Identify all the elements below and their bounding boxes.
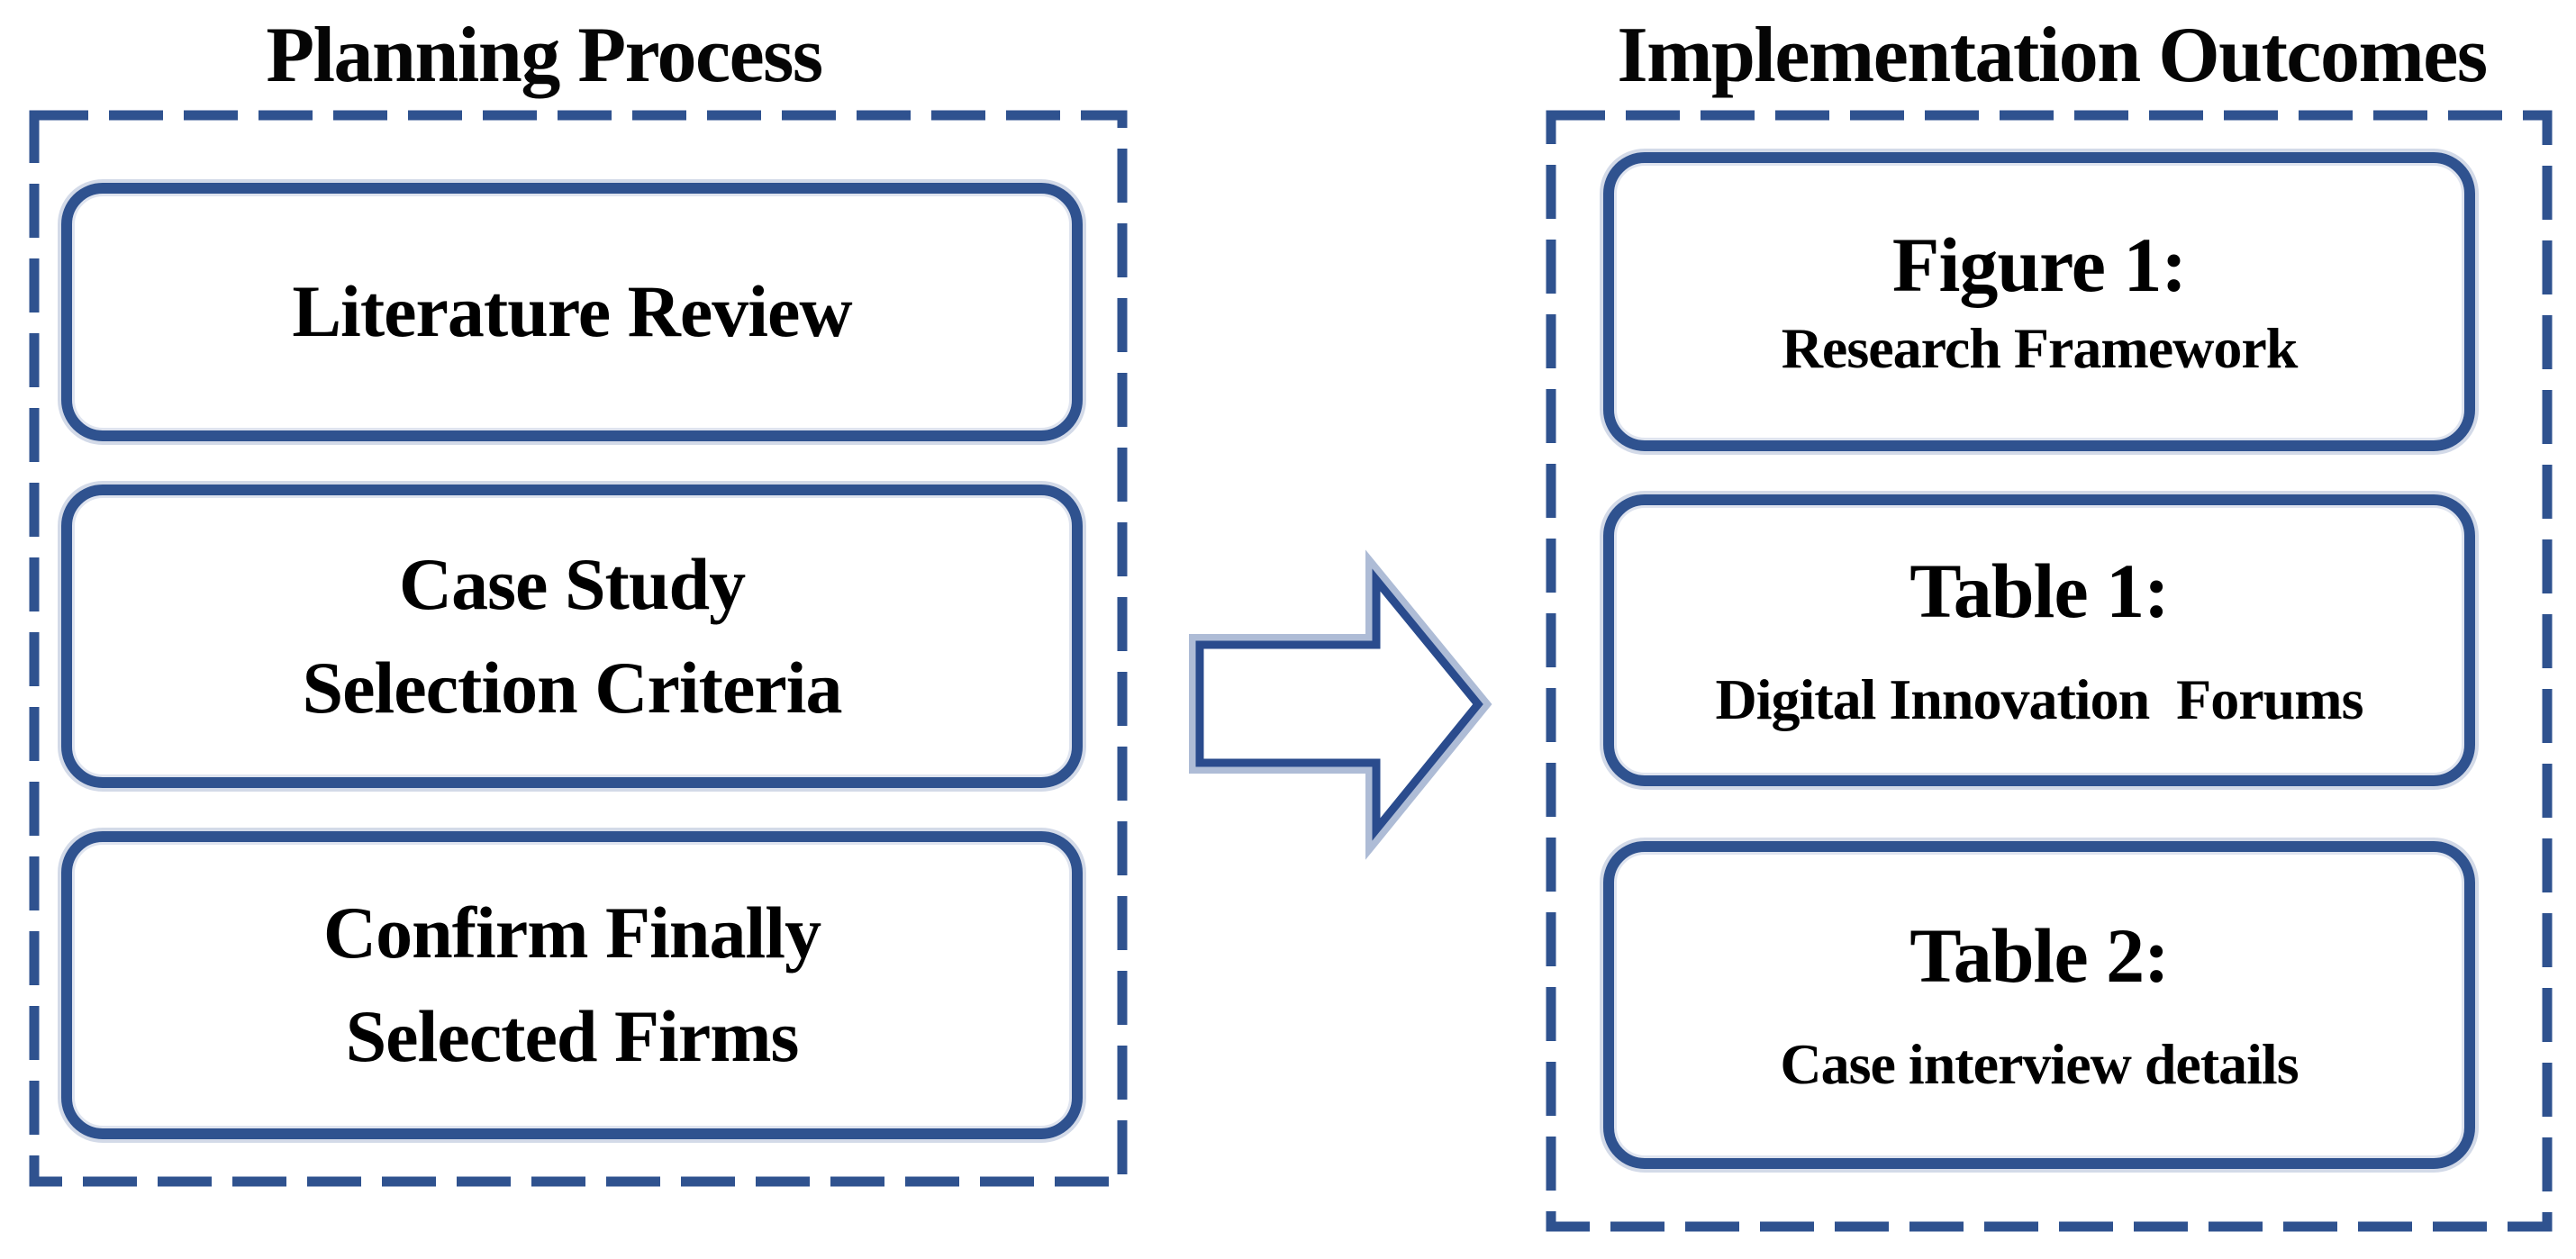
flow-box-table-2-case-interview-details: Table 2: Case interview details bbox=[1603, 841, 2475, 1169]
box-line: Confirm Finally bbox=[322, 892, 821, 974]
box-heading: Table 1: bbox=[1909, 548, 2169, 634]
box-line: Selected Firms bbox=[345, 995, 800, 1077]
box-heading: Table 2: bbox=[1909, 912, 2169, 999]
box-subtext: Digital Innovation Forums bbox=[1715, 667, 2364, 731]
flow-box-confirm-selected-firms: Confirm Finally Selected Firms bbox=[61, 831, 1083, 1139]
flow-box-table-1-digital-innovation-forums: Table 1: Digital Innovation Forums bbox=[1603, 494, 2475, 786]
flow-box-literature-review: Literature Review bbox=[61, 183, 1083, 441]
outcomes-dashed-border bbox=[1546, 110, 2553, 1232]
implementation-outcomes-title: Implementation Outcomes bbox=[1617, 12, 2488, 99]
box-line: Selection Criteria bbox=[302, 646, 842, 729]
planning-dashed-border bbox=[29, 110, 1128, 1187]
box-subtext: Case interview details bbox=[1780, 1032, 2299, 1096]
flow-box-figure-1-research-framework: Figure 1: Research Framework bbox=[1603, 152, 2475, 451]
planning-process-title: Planning Process bbox=[266, 12, 823, 99]
box-line: Literature Review bbox=[292, 270, 852, 353]
arrow-body bbox=[1195, 568, 1483, 841]
flow-box-case-study-selection-criteria: Case Study Selection Criteria bbox=[61, 485, 1083, 788]
box-heading: Figure 1: bbox=[1891, 222, 2187, 308]
box-line: Case Study bbox=[398, 542, 746, 625]
box-subtext: Research Framework bbox=[1781, 316, 2299, 380]
right-arrow-icon bbox=[1189, 549, 1492, 860]
